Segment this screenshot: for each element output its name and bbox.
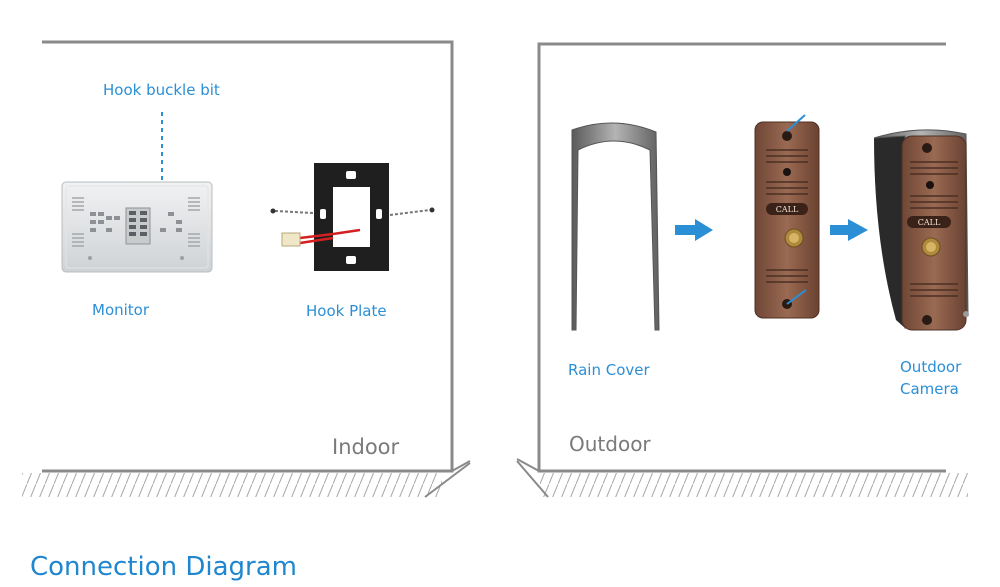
call-label: CALL	[776, 205, 799, 214]
outdoor-camera-label-line2: Camera	[900, 380, 959, 398]
hook-plate-image	[270, 163, 435, 271]
rain-cover-label: Rain Cover	[568, 361, 650, 379]
arrow-right-icon	[830, 219, 868, 241]
outdoor-ground-hatch	[516, 460, 968, 498]
monitor-label: Monitor	[92, 301, 150, 319]
arrow-right-icon	[675, 219, 713, 241]
hook-buckle-label: Hook buckle bit	[103, 81, 220, 99]
indoor-ground-hatch	[22, 462, 471, 498]
page-title: Connection Diagram	[30, 552, 298, 582]
indoor-wall-frame	[42, 40, 471, 473]
outdoor-zone-label: Outdoor	[569, 432, 651, 456]
call-label-camera: CALL	[918, 218, 941, 227]
outdoor-camera-image: CALL	[873, 129, 969, 331]
monitor-image	[61, 181, 213, 273]
rain-cover-image	[571, 122, 660, 331]
hook-plate-label: Hook Plate	[306, 302, 387, 320]
indoor-zone-label: Indoor	[332, 435, 400, 459]
outdoor-camera-label-line1: Outdoor	[900, 358, 962, 376]
outdoor-wall-frame	[516, 42, 946, 473]
doorbell-panel-image: CALL	[754, 114, 820, 319]
